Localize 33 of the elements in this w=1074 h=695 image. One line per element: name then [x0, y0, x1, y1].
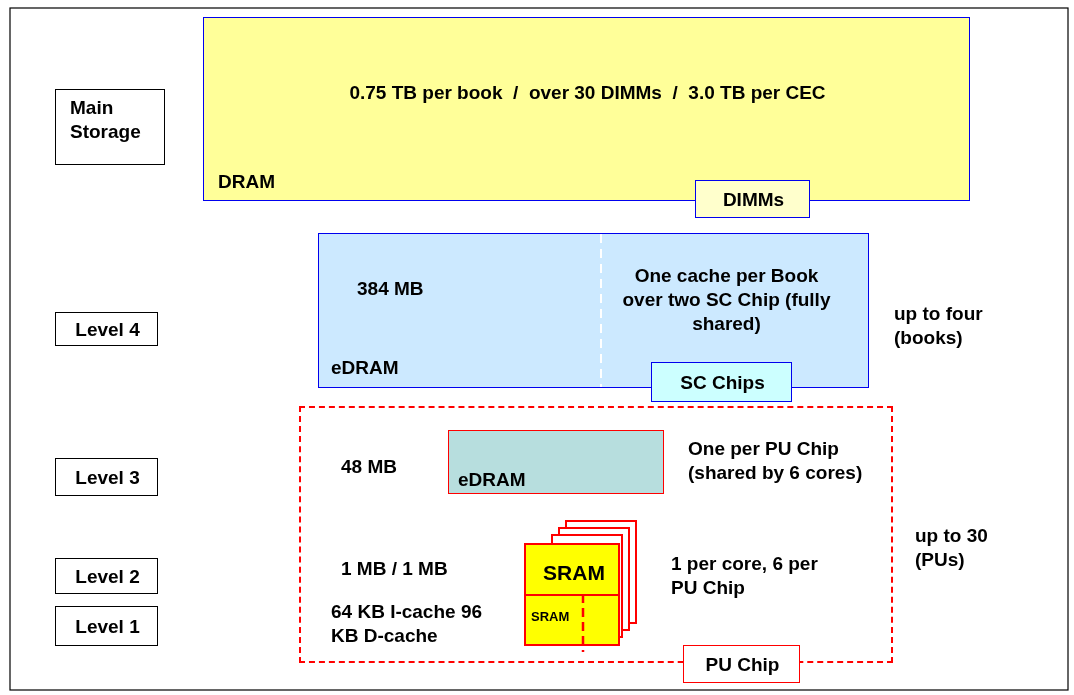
- cache-text: Level 3: [74, 466, 141, 490]
- count-note: up to four (books): [894, 302, 984, 350]
- cache-text: One cache per Book over two SC Chip (fully shared): [621, 264, 832, 336]
- cache-text: Main Storage: [70, 96, 142, 144]
- cache-text: SRAM: [531, 609, 571, 625]
- cache-text: 0.75 TB per book / over 30 DIMMs / 3.0 TB per CEC: [348, 81, 827, 105]
- sram-block: [524, 543, 620, 596]
- cache-text: Level 1: [74, 615, 141, 639]
- cache-text: One per PU Chip (shared by 6 cores): [688, 437, 864, 485]
- cache-text: SC Chips: [679, 371, 766, 395]
- cache-block: [448, 430, 664, 494]
- cache-text: eDRAM: [458, 468, 527, 492]
- tab-label: [695, 180, 810, 218]
- level-label: [55, 312, 158, 346]
- cache-text: SRAM: [542, 561, 606, 585]
- level-label: [55, 458, 158, 496]
- tab-label: [651, 362, 792, 402]
- cache-text: DRAM: [218, 170, 276, 194]
- cache-text: PU Chip: [704, 653, 781, 677]
- cache-text: 48 MB: [341, 455, 398, 479]
- cache-text: DIMMs: [721, 188, 786, 212]
- tab-label: [683, 645, 800, 683]
- level-label: [55, 89, 165, 165]
- count-note: up to 30 (PUs): [915, 524, 989, 572]
- cache-text: Level 4: [74, 318, 141, 342]
- cache-text: eDRAM: [331, 356, 400, 380]
- cache-text: 1 MB / 1 MB: [341, 557, 449, 581]
- level-label: [55, 558, 158, 594]
- cache-text: Level 2: [74, 565, 141, 589]
- cache-text: 384 MB: [357, 277, 425, 301]
- level-label: [55, 606, 158, 646]
- cache-text: 1 per core, 6 per PU Chip: [671, 552, 819, 600]
- cache-text: 64 KB I-cache 96 KB D-cache: [331, 600, 484, 648]
